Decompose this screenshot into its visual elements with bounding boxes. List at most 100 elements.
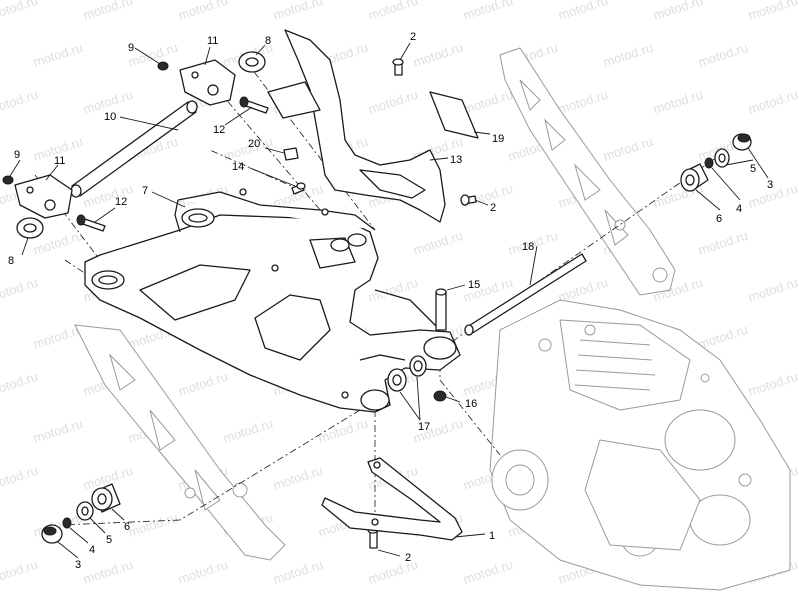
watermark-text: motod.ru [696,228,749,258]
watermark-text: motod.ru [81,557,134,587]
bushing-17-inner [409,355,427,377]
callout-10: 10 [104,111,116,123]
watermark-text: motod.ru [556,87,609,117]
callout-12-upper: 12 [213,124,225,136]
watermark-text: motod.ru [271,557,324,587]
callout-3-left: 3 [75,559,81,571]
nut-right-4 [704,157,714,169]
callout-2-right: 2 [490,202,496,214]
callout-17: 17 [418,421,430,433]
callout-1: 1 [489,530,495,542]
watermark-text: motod.ru [366,557,419,587]
watermark-text: motod.ru [271,0,324,23]
nut-16 [433,390,447,402]
watermark-text: motod.ru [271,463,324,493]
watermark-text: motod.ru [461,557,514,587]
callout-9-upper: 9 [128,42,134,54]
end-cap-lower [16,217,44,239]
watermark-text: motod.ru [31,416,84,446]
cap-left-3 [41,524,63,544]
callout-2-top: 2 [410,31,416,43]
callout-18: 18 [522,241,534,253]
watermark-text: motod.ru [126,510,179,540]
pivot-bush-left-6 [91,483,121,513]
callout-20: 20 [248,138,260,150]
watermark-text: motod.ru [601,134,654,164]
frame-plate-left [74,324,286,561]
chain-guard [321,457,463,541]
adjuster-rod-10 [70,100,198,198]
watermark-text: motod.ru [746,369,799,399]
callout-labels: 9 11 8 10 12 9 11 12 8 7 14 20 2 13 19 2… [8,31,773,571]
callout-12-lower: 12 [115,196,127,208]
watermark-text: motod.ru [601,40,654,70]
watermark-text: motod.ru [0,0,40,23]
adjuster-bolt-upper [239,96,269,114]
cap-right-3 [732,133,752,151]
callout-11-upper: 11 [207,35,218,47]
callout-11-lower: 11 [54,155,65,167]
rear-mudguard [267,29,446,223]
frame-plate-right [499,47,676,296]
watermark-text: motod.ru [0,275,40,305]
swingarm [84,188,461,413]
engine-outline [489,299,791,591]
nut-left-4 [62,517,72,529]
callout-5-right: 5 [750,163,756,175]
callout-5-left: 5 [106,534,112,546]
end-cap-upper [238,51,266,73]
watermark-text: motod.ru [411,40,464,70]
bolt-14 [291,182,306,195]
watermark-text: motod.ru [0,87,40,117]
callout-7: 7 [142,185,148,197]
watermark-text: motod.ru [366,0,419,23]
washer-right-5 [714,148,730,168]
callout-9-lower: 9 [14,149,20,161]
watermark-text: motod.ru [81,0,134,23]
watermark-text: motod.ru [0,369,40,399]
watermark-text: motod.ru [176,557,229,587]
callout-13: 13 [450,154,462,166]
bolt-15 [435,288,447,331]
callout-8-upper: 8 [265,35,271,47]
callout-4-right: 4 [736,203,742,215]
leader-lines [9,42,769,559]
bushing-17-outer [387,368,407,392]
reflector-plate [429,91,479,139]
watermark-text: motod.ru [461,87,514,117]
watermark-text: motod.ru [411,228,464,258]
nut-upper [157,61,169,71]
callout-14: 14 [232,161,244,173]
watermark-text: motod.ru [176,0,229,23]
watermark-text: motod.ru [696,322,749,352]
watermark-text: motod.ru [221,416,274,446]
callout-3-right: 3 [767,179,773,191]
watermark-text: motod.ru [0,463,40,493]
callout-16: 16 [465,398,477,410]
clip-20 [283,147,299,161]
callout-4-left: 4 [89,544,95,556]
chain-adjuster-lower [14,174,73,219]
watermark-text: motod.ru [366,87,419,117]
adjuster-bolt-lower [76,214,106,232]
watermark-text: motod.ru [31,40,84,70]
watermark-text: motod.ru [461,0,514,23]
callout-19: 19 [492,133,504,145]
callout-2-bottom: 2 [405,552,411,564]
watermark-text: motod.ru [461,181,514,211]
watermark-text: motod.ru [0,557,40,587]
callout-8-lower: 8 [8,255,14,267]
chain-adjuster-upper [179,59,236,106]
watermark-text: motod.ru [651,0,704,23]
washer-left-5 [76,501,94,521]
watermark-text: motod.ru [556,0,609,23]
callout-15: 15 [468,279,480,291]
watermark-text: motod.ru [176,369,229,399]
callout-6-right: 6 [716,213,722,225]
watermark-text: motod.ru [126,40,179,70]
screw-top [392,58,404,76]
screw-right [460,194,477,206]
pivot-bush-right-6 [680,163,709,192]
watermark-text: motod.ru [746,0,799,23]
